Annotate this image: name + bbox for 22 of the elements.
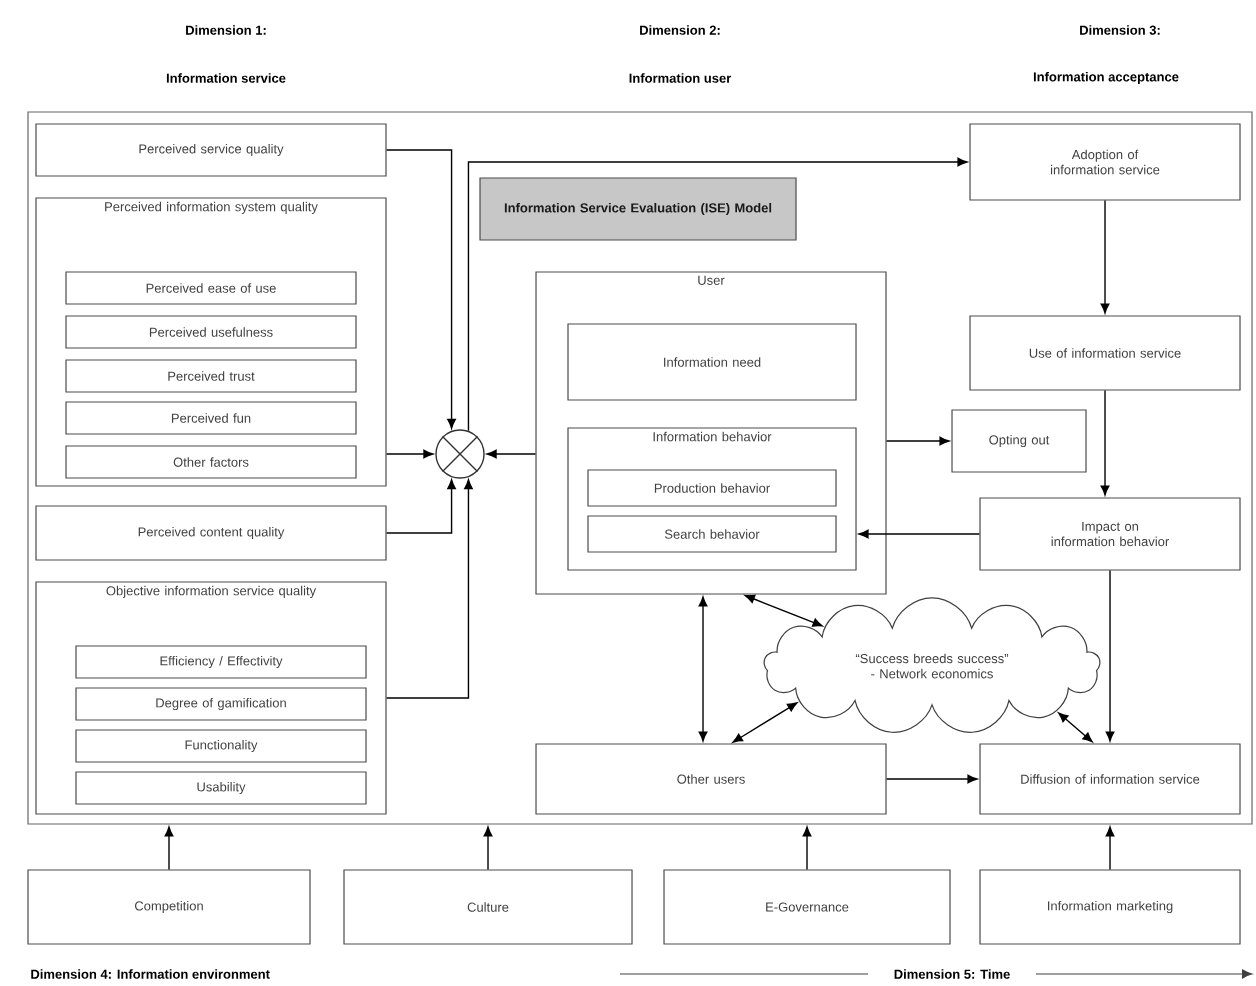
arrow <box>698 596 708 742</box>
arrow <box>385 479 456 534</box>
outer-frame <box>27 111 1253 825</box>
combiner-circle <box>435 429 485 479</box>
arrow <box>1105 569 1115 742</box>
arrow <box>1105 826 1115 871</box>
arrow <box>1100 389 1110 496</box>
arrow <box>732 702 798 743</box>
arrow <box>858 529 981 539</box>
arrow <box>802 826 812 871</box>
arrow <box>385 449 434 459</box>
arrow <box>486 449 537 459</box>
arrow <box>1058 712 1093 743</box>
arrow <box>885 436 950 446</box>
arrow <box>885 774 978 784</box>
arrow <box>164 826 174 871</box>
arrow <box>467 157 968 432</box>
arrow <box>385 149 456 429</box>
arrow <box>1100 199 1110 314</box>
arrow <box>385 479 473 699</box>
arrow <box>483 826 493 871</box>
arrow <box>744 594 823 627</box>
